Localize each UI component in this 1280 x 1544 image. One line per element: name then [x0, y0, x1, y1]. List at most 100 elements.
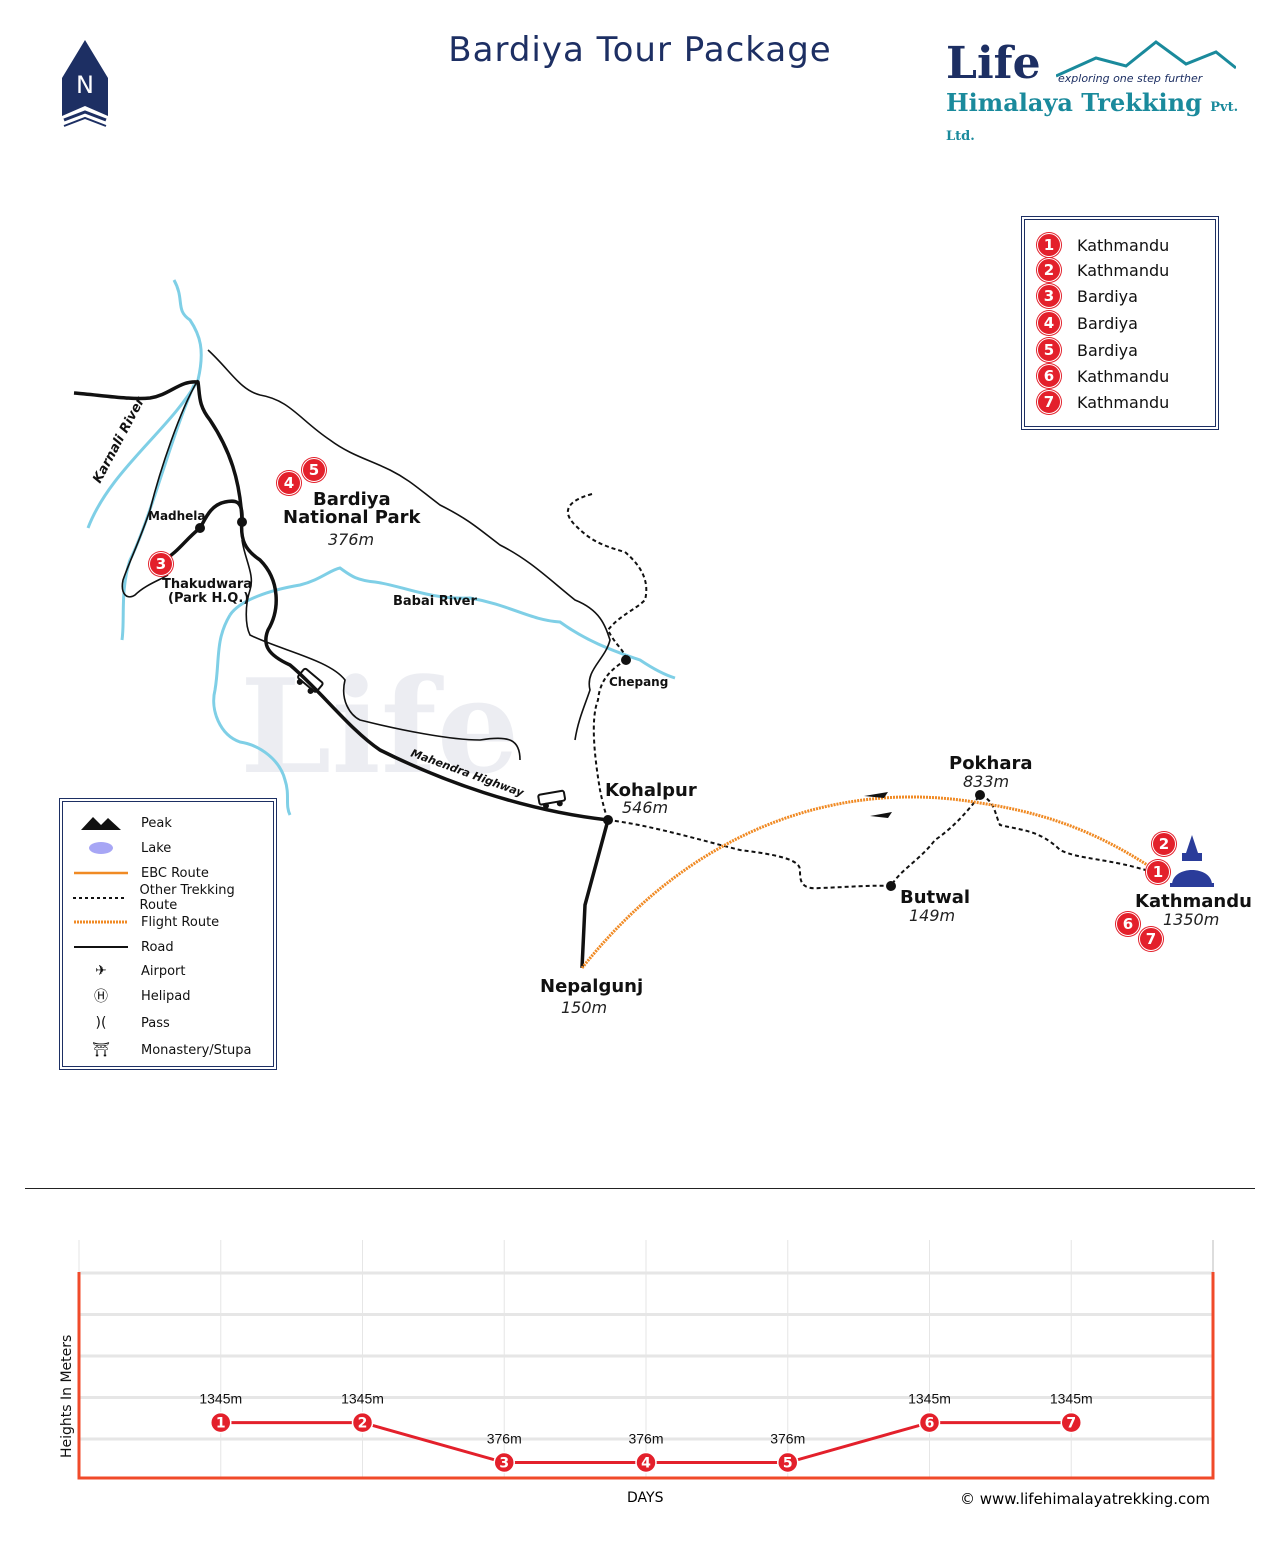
- map-day-marker-1: 1: [1146, 860, 1170, 884]
- map-canvas: Karnali River Mahendra Highway: [73, 279, 1214, 969]
- elevation-data-label: 1345m: [341, 1391, 384, 1407]
- day-point-label: 6: [925, 1416, 935, 1432]
- legend-item: Flight Route: [73, 911, 219, 933]
- lake-icon: [73, 837, 129, 859]
- legend-label: Flight Route: [141, 914, 220, 930]
- karnali-river-label: Karnali River: [90, 394, 149, 486]
- legend-label: Monastery/Stupa: [141, 1042, 252, 1058]
- map-day-marker-7: 7: [1139, 927, 1163, 951]
- jeep-icon: [296, 667, 324, 694]
- day-badge: 4: [1037, 311, 1061, 335]
- itinerary-place: Bardiya: [1077, 313, 1138, 333]
- kohalpur-label: Kohalpur: [605, 780, 697, 801]
- mahendra-highway-road: [73, 380, 609, 822]
- babai-river: [228, 566, 676, 680]
- logo-name: Life: [946, 38, 1041, 89]
- kohalpur-node: [603, 815, 613, 825]
- itinerary-place: Kathmandu: [1077, 392, 1170, 412]
- legend-item: Peak: [73, 812, 172, 834]
- chepang-node: [621, 655, 631, 665]
- butwal-node: [886, 881, 896, 891]
- airport-icon: ✈: [95, 963, 107, 979]
- madhela-label: Madhela: [148, 509, 206, 523]
- legend-item: Road: [73, 936, 174, 958]
- itinerary-place: Bardiya: [1077, 340, 1138, 360]
- map-legend: Peak Lake EBC Route Other Trekking Route…: [59, 798, 277, 1070]
- pokhara-node: [975, 790, 985, 800]
- kathmandu-label: Kathmandu: [1135, 891, 1252, 912]
- legend-item: )(Pass: [73, 1012, 170, 1034]
- nepalgunj-road: [580, 819, 610, 969]
- park-boundary: [121, 349, 611, 761]
- helipad-icon: Ⓗ: [94, 989, 108, 1005]
- park-hq-label: (Park H.Q.): [168, 591, 250, 606]
- day-point-label: 2: [358, 1416, 368, 1432]
- day-point: [635, 1451, 657, 1474]
- place-nodes: [195, 517, 985, 891]
- babai-river-label: Babai River: [393, 594, 477, 609]
- itinerary-item: 3 Bardiya: [1037, 283, 1138, 309]
- elevation-data-label: 376m: [770, 1431, 805, 1447]
- logo-subtitle-text: Himalaya Trekking: [946, 88, 1202, 117]
- madhela-node: [195, 523, 205, 533]
- day-point: [918, 1411, 941, 1434]
- chepang-trail: [566, 493, 648, 661]
- monastery-stupa-icon: ⛩: [92, 1042, 110, 1058]
- ebc-route-line: [73, 862, 129, 884]
- day-badge: 7: [1037, 390, 1061, 414]
- map-day-marker-4: 4: [277, 471, 301, 495]
- airplane-icon: [864, 792, 892, 818]
- map-day-marker-3: 3: [149, 552, 173, 576]
- day-badge: 2: [1037, 258, 1061, 282]
- copyright: © www.lifehimalayatrekking.com: [960, 1490, 1211, 1508]
- bardiya-elevation: 376m: [328, 530, 375, 549]
- nepalgunj-label: Nepalgunj: [540, 976, 644, 997]
- day-badge: 3: [1037, 284, 1061, 308]
- mountain-logo-icon: [1056, 40, 1236, 78]
- butwal-label: Butwal: [900, 887, 971, 908]
- stupa-icon: [1170, 835, 1214, 887]
- roads: [73, 380, 610, 969]
- y-axis-label: Heights In Meters: [59, 1334, 75, 1458]
- other-trekking-route-line: [73, 887, 128, 909]
- day-badge: 5: [1037, 338, 1061, 362]
- butwal-elevation: 149m: [909, 906, 956, 925]
- day-point: [777, 1451, 799, 1474]
- legend-item: ⛩ Monastery/Stupa: [73, 1039, 251, 1061]
- elevation-data-label: 376m: [628, 1431, 663, 1447]
- map-day-marker-6: 6: [1116, 912, 1140, 936]
- elevation-data-label: 1345m: [199, 1391, 242, 1407]
- map-day-marker-2: 2: [1152, 832, 1176, 856]
- elevation-data-label: 376m: [487, 1431, 522, 1447]
- legend-label: EBC Route: [141, 865, 209, 881]
- legend-label: Airport: [141, 963, 186, 979]
- day-point-label: 5: [783, 1456, 793, 1472]
- other-trekking-routes: [566, 493, 1156, 890]
- section-divider: [25, 1188, 1255, 1189]
- flight-route-line: [73, 911, 129, 933]
- legend-label: Helipad: [141, 988, 191, 1004]
- boundary-line: [207, 349, 611, 741]
- day-point-label: 3: [499, 1456, 509, 1472]
- legend-item: Other Trekking Route: [73, 883, 273, 913]
- day-badge: 6: [1037, 364, 1061, 388]
- north-label: N: [76, 71, 94, 99]
- company-logo: Life exploring one step further Himalaya…: [946, 38, 1246, 144]
- legend-label: Peak: [141, 815, 172, 831]
- elevation-data-label: 1345m: [908, 1391, 951, 1407]
- logo-suffix: Pvt. Ltd.: [946, 100, 1239, 144]
- itinerary-place: Bardiya: [1077, 286, 1138, 306]
- nepalgunj-elevation: 150m: [561, 998, 608, 1017]
- legend-item: EBC Route: [73, 862, 209, 884]
- bardiya-label: Bardiya: [313, 489, 391, 510]
- itinerary-place: Kathmandu: [1077, 235, 1170, 255]
- legend-item: Ⓗ Helipad: [73, 985, 190, 1007]
- karnali-river: [86, 279, 203, 529]
- legend-label: Lake: [141, 840, 172, 856]
- legend-item: ✈ Airport: [73, 960, 186, 982]
- day-point: [351, 1411, 374, 1434]
